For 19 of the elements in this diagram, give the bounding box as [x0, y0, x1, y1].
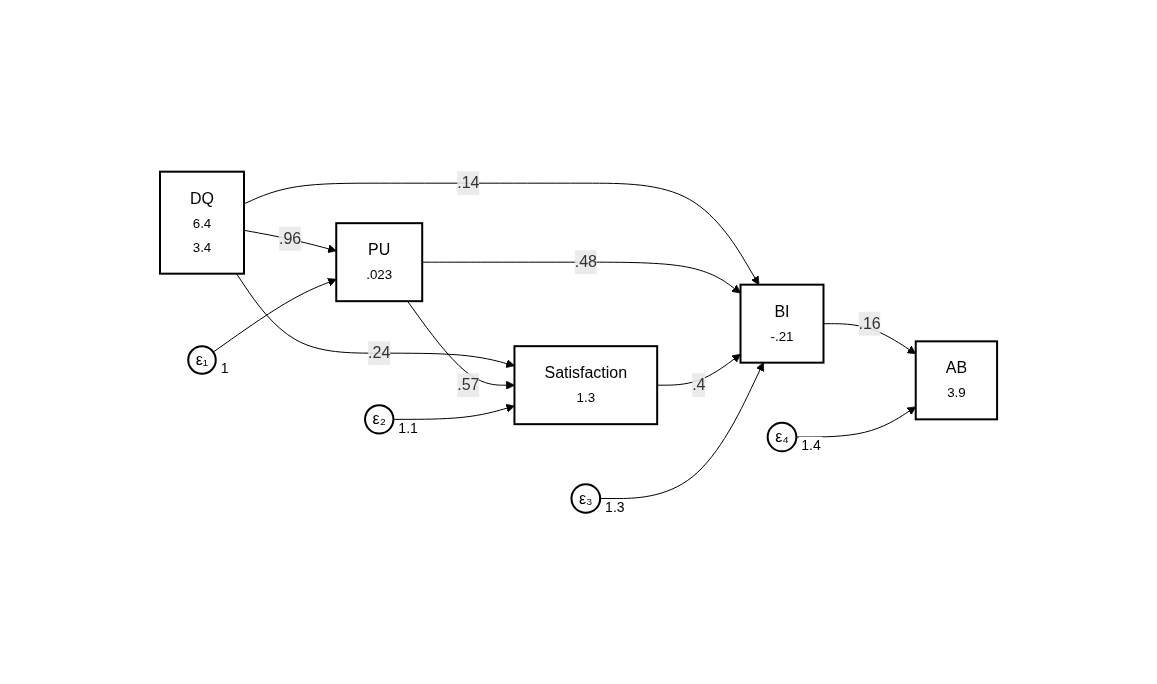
edge-label: .14 [457, 174, 480, 192]
node-box: PU .023 [335, 222, 424, 303]
node-box: BI -.21 [739, 283, 825, 364]
arrow [212, 278, 337, 353]
node-circle: ε₃ [570, 483, 602, 514]
edge-label: .16 [858, 314, 881, 332]
node-box: AB 3.9 [914, 340, 999, 421]
node-circle: ε₂ [364, 404, 395, 435]
arrow [406, 300, 515, 390]
edge-label: .96 [278, 229, 302, 247]
node-circle: ε₄ [766, 421, 798, 453]
edge-label: .48 [574, 253, 597, 271]
node-circle: ε₁ [187, 345, 217, 375]
edge-label: .57 [457, 376, 480, 394]
node-box: DQ 6.4 3.4 [158, 170, 245, 275]
edge-label: .4 [692, 376, 706, 394]
node-box: Satisfaction 1.3 [513, 345, 659, 426]
arrow [235, 273, 515, 368]
edge-label: .24 [368, 344, 391, 362]
